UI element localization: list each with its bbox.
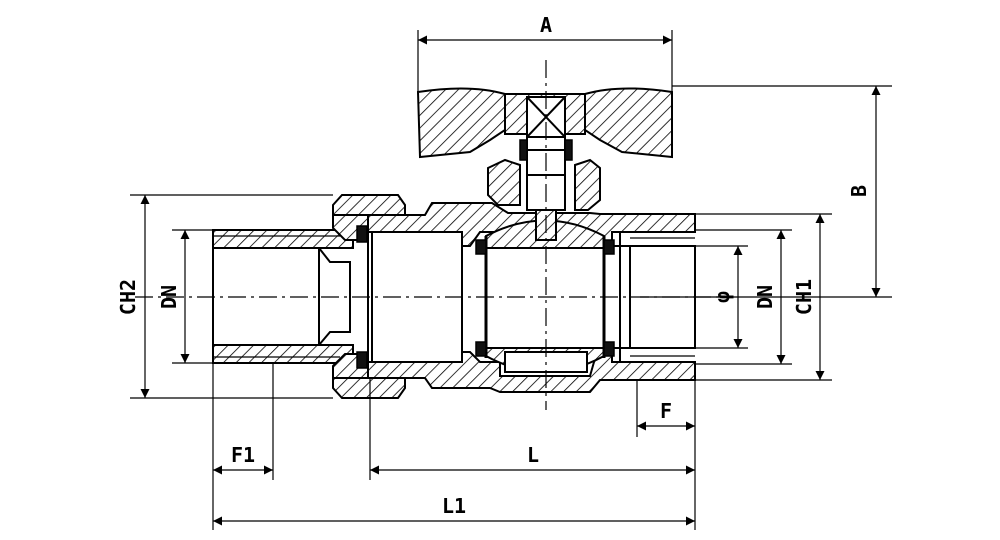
- left-seal-top: [356, 225, 368, 243]
- label-dn-right: DN: [753, 285, 777, 309]
- label-phi: φ: [710, 291, 734, 303]
- ball: [475, 219, 615, 373]
- label-a: A: [540, 13, 552, 37]
- label-ch2: CH2: [116, 279, 140, 315]
- label-l: L: [527, 443, 539, 467]
- label-f: F: [660, 399, 672, 423]
- label-dn-left: DN: [157, 285, 181, 309]
- dimensions: [130, 30, 892, 530]
- label-ch1: CH1: [792, 279, 816, 315]
- butterfly-handle: [416, 87, 673, 159]
- valve-body: [212, 87, 696, 399]
- label-l1: L1: [442, 494, 466, 518]
- dimension-labels: A B CH2 DN φ DN CH1 F F1 L L1: [116, 13, 871, 518]
- label-f1: F1: [231, 443, 255, 467]
- left-seal-bottom: [356, 351, 368, 369]
- label-b: B: [847, 185, 871, 197]
- center-lines: [135, 60, 720, 410]
